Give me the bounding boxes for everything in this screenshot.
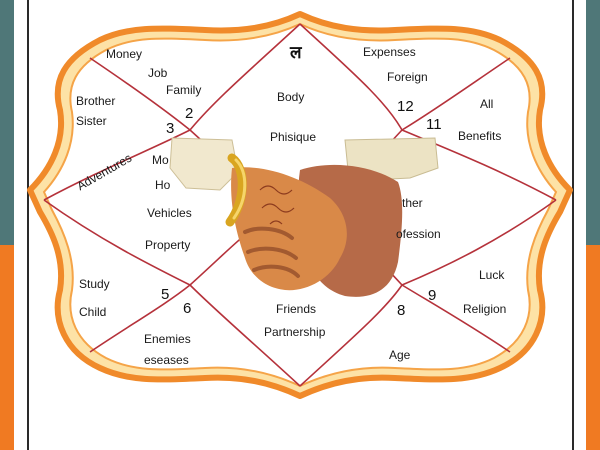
fingers bbox=[243, 226, 300, 278]
house-number-3: 3 bbox=[166, 120, 175, 137]
diamond-bottom-left bbox=[189, 284, 301, 387]
label-ther: ther bbox=[402, 196, 423, 210]
diamond-right-upper bbox=[401, 129, 557, 201]
label-age: Age bbox=[389, 348, 411, 362]
diagonal-bottom-right bbox=[401, 284, 511, 353]
house-number-9: 9 bbox=[428, 287, 437, 304]
label-body: Body bbox=[277, 90, 305, 104]
bride-sleeve bbox=[169, 137, 239, 191]
house-number-6: 6 bbox=[183, 300, 192, 317]
label-family: Family bbox=[166, 83, 202, 97]
left-teal-strip bbox=[0, 0, 14, 245]
label-ho: Ho bbox=[155, 178, 171, 192]
label-phisique: Phisique bbox=[270, 130, 317, 144]
label-diseases: eseases bbox=[144, 353, 189, 367]
diagonal-top-right bbox=[401, 57, 511, 131]
label-partnership: Partnership bbox=[264, 325, 326, 339]
frame-right-edge bbox=[572, 0, 574, 450]
label-brother: Brother bbox=[76, 94, 116, 108]
diagonal-bottom-left bbox=[89, 284, 191, 353]
diamond-top-right bbox=[299, 23, 403, 131]
label-child: Child bbox=[79, 305, 107, 319]
label-benefits: Benefits bbox=[458, 129, 502, 143]
diamond-bottom-right bbox=[299, 284, 403, 387]
label-money: Money bbox=[106, 47, 143, 61]
top-symbol-label: ल bbox=[290, 43, 302, 62]
frame-left-edge bbox=[27, 0, 29, 450]
clasped-hands-photo bbox=[169, 137, 439, 297]
label-property: Property bbox=[145, 238, 191, 252]
label-ofession: ofession bbox=[396, 227, 441, 241]
label-foreign: Foreign bbox=[387, 70, 428, 84]
house-number-12: 12 bbox=[397, 98, 414, 115]
diagonal-top-left bbox=[89, 57, 191, 131]
label-study: Study bbox=[79, 277, 110, 291]
label-luck: Luck bbox=[479, 268, 505, 282]
house-number-11: 11 bbox=[426, 116, 442, 133]
diamond-right-lower bbox=[401, 199, 557, 286]
house-number-5: 5 bbox=[161, 286, 170, 303]
label-all: All bbox=[480, 97, 494, 111]
right-orange-strip bbox=[586, 245, 600, 450]
label-vehicles: Vehicles bbox=[147, 206, 192, 220]
label-expenses: Expenses bbox=[363, 45, 416, 59]
label-mo: Mo bbox=[152, 153, 169, 167]
label-friends: Friends bbox=[276, 302, 317, 316]
diamond-left-upper bbox=[43, 129, 191, 201]
house-number-8: 8 bbox=[397, 302, 406, 319]
gold-bangles-shine bbox=[232, 158, 247, 220]
label-enemies: Enemies bbox=[144, 332, 191, 346]
henna-pattern bbox=[259, 185, 295, 225]
right-teal-strip bbox=[586, 0, 600, 245]
bride-hand-henna bbox=[231, 167, 347, 291]
left-orange-strip bbox=[0, 245, 14, 450]
diamond-top-left bbox=[189, 23, 301, 131]
house-number-2: 2 bbox=[185, 105, 194, 122]
label-religion: Religion bbox=[463, 302, 507, 316]
label-job: Job bbox=[148, 66, 168, 80]
diamond-left-lower bbox=[43, 199, 191, 286]
label-sister: Sister bbox=[76, 114, 107, 128]
